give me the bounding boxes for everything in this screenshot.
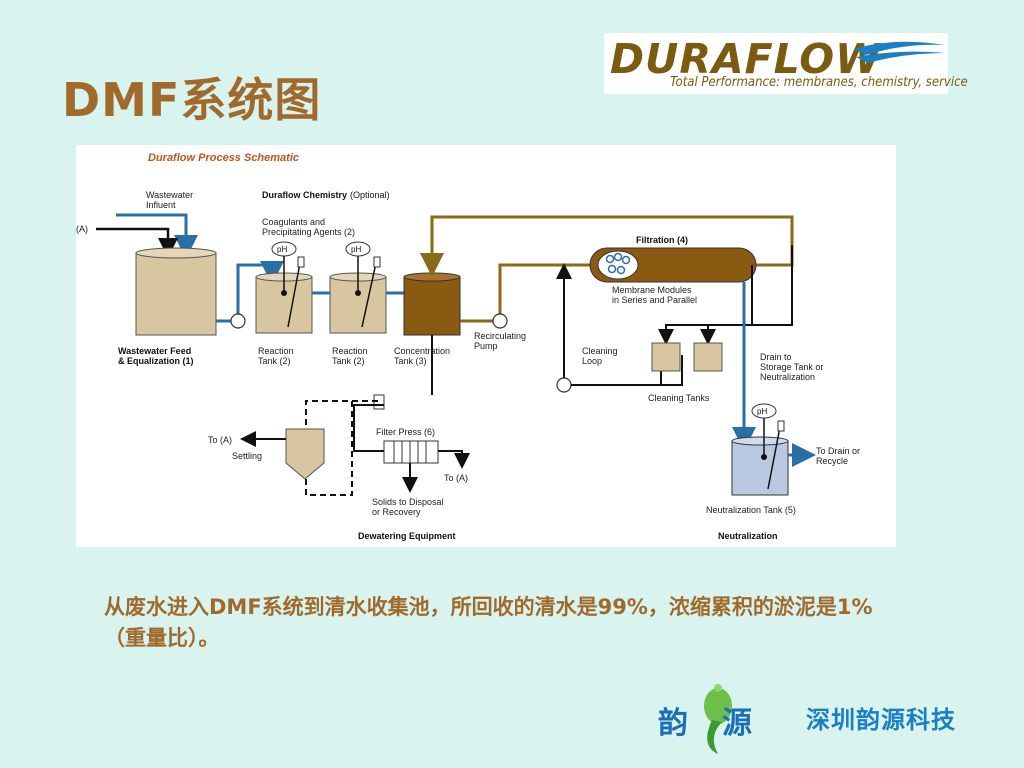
recirculating-pump-label-2: Pump [474, 341, 498, 351]
ph-label-2: pH [351, 245, 361, 254]
settling-tank [285, 428, 325, 480]
to-drain-label-2: Recycle [816, 456, 848, 466]
cleaning-loop-label-2: Loop [582, 356, 602, 366]
filtration-label: Filtration (4) [636, 235, 688, 245]
brand-name: 深圳韵源科技 [806, 706, 956, 734]
solids-label-2: or Recovery [372, 507, 421, 517]
slide-title: DMF系统图 [62, 73, 322, 127]
reaction-tank-1-label-2: Tank (2) [258, 356, 291, 366]
dewatering-label: Dewatering Equipment [358, 531, 456, 541]
cleaning-pump [556, 377, 572, 393]
reaction-tank-1-label-1: Reaction [258, 346, 294, 356]
neutralization-label: Neutralization [718, 531, 778, 541]
chemistry-title: Duraflow Chemistry(Optional) [262, 190, 390, 200]
to-a-right-label: To (A) [444, 473, 468, 483]
membrane-label-2: in Series and Parallel [612, 295, 697, 305]
cleaning-tanks-label: Cleaning Tanks [648, 393, 710, 403]
feed-a-label: (A) [76, 224, 88, 234]
reaction-tank-2 [329, 276, 387, 334]
cleaning-tank-1 [651, 342, 681, 372]
feed-a-line [96, 227, 178, 258]
feed-tank [135, 252, 217, 336]
influent-label-1: Wastewater [146, 190, 193, 200]
ph-label-3: pH [757, 407, 767, 416]
concentration-tank-label-1: Concentration [394, 346, 450, 356]
cleaning-loop-label-1: Cleaning [582, 346, 618, 356]
process-schematic: Duraflow Process Schematic Wastewater In… [76, 145, 896, 547]
filter-press-label: Filter Press (6) [376, 427, 435, 437]
drain-label-3: Neutralization [760, 372, 815, 382]
concentration-tank-label-2: Tank (3) [394, 356, 427, 366]
neutralization-tank-label: Neutralization Tank (5) [706, 505, 796, 515]
influent-line [116, 213, 198, 259]
recirculating-pump-label-1: Recirculating [474, 331, 526, 341]
logo-wordmark: DURAFLOW [610, 35, 882, 83]
brand-logo: 韵源 [656, 676, 966, 756]
reaction-tank-2-label-2: Tank (2) [332, 356, 365, 366]
concentration-tank [403, 276, 461, 336]
membrane-label-1: Membrane Modules [612, 285, 692, 295]
coagulants-label-1: Coagulants and [262, 217, 325, 227]
ph-label-1: pH [277, 245, 287, 254]
to-drain-label-1: To Drain or [816, 446, 860, 456]
duraflow-logo: DURAFLOW Total Performance: membranes, c… [604, 33, 968, 94]
cleaning-tank-2 [693, 342, 723, 372]
feed-pump [230, 313, 246, 329]
feed-tank-label-1: Wastewater Feed [118, 346, 191, 356]
feed-tank-label-2: & Equalization (1) [118, 356, 194, 366]
slide-caption: 从废水进入DMF系统到清水收集池，所回收的清水是99%，浓缩累积的淤泥是1%（重… [104, 595, 873, 650]
logo-tagline: Total Performance: membranes, chemistry,… [670, 75, 968, 90]
logo-swoosh-icon [854, 41, 946, 63]
to-a-left-label: To (A) [208, 435, 232, 445]
brand-mark-icon [704, 684, 732, 754]
drain-label-2: Storage Tank or [760, 362, 823, 372]
drain-label-1: Drain to [760, 352, 792, 362]
influent-label-2: Influent [146, 200, 176, 210]
solids-label-1: Solids to Disposal [372, 497, 444, 507]
schematic-title: Duraflow Process Schematic [148, 152, 299, 164]
brand-mark-text: 韵源 [658, 706, 786, 741]
neutralization-tank [731, 440, 789, 496]
filter-press [383, 440, 439, 464]
settling-label: Settling [232, 451, 262, 461]
coagulants-label-2: Precipitating Agents (2) [262, 227, 355, 237]
recirculating-pump [492, 313, 508, 329]
reaction-tank-2-label-1: Reaction [332, 346, 368, 356]
recirculation-line [460, 263, 606, 323]
